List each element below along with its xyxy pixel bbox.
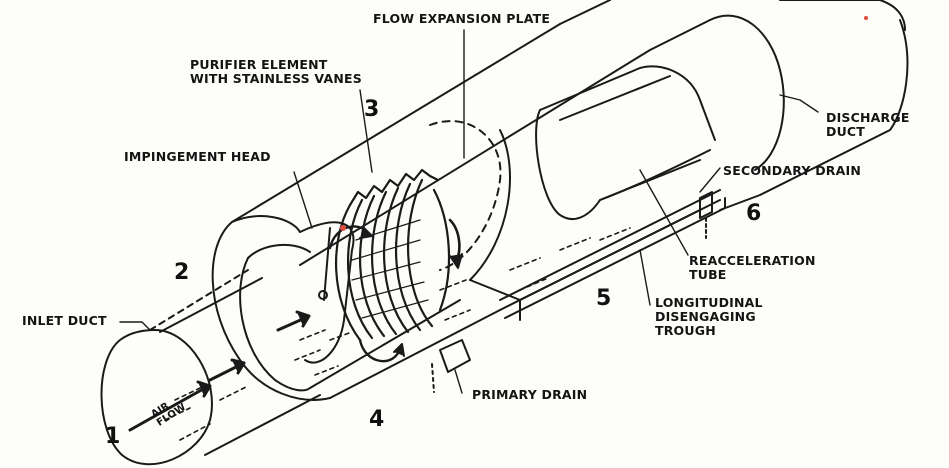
label-purifier-line-2: WITH STAINLESS VANES <box>190 71 362 86</box>
stage-number-6: 6 <box>746 201 762 226</box>
main-housing <box>211 23 651 401</box>
droplet-streaks <box>164 227 631 441</box>
secondary-drain-fitting <box>699 191 713 239</box>
label-longitudinal-trough: LONGITUDINAL DISENGAGING TROUGH <box>655 296 763 338</box>
leader-lines <box>119 29 819 394</box>
label-purifier-line-1: PURIFIER ELEMENT <box>190 57 328 72</box>
reacceleration-tube <box>535 65 716 220</box>
label-impingement-head: IMPINGEMENT HEAD <box>124 149 271 164</box>
discharge-duct <box>559 0 909 211</box>
longitudinal-trough <box>499 189 726 319</box>
stage-number-1: 1 <box>105 424 121 449</box>
stage-number-3: 3 <box>364 97 380 122</box>
vane-shading <box>351 219 429 319</box>
label-inlet-duct: INLET DUCT <box>22 313 107 328</box>
label-discharge-line-2: DUCT <box>826 124 866 139</box>
label-trough-line-3: TROUGH <box>655 323 716 338</box>
label-reacceleration-line-2: TUBE <box>689 267 727 282</box>
label-secondary-drain: SECONDARY DRAIN <box>723 163 861 178</box>
purifier-vanes <box>334 168 451 342</box>
label-primary-drain: PRIMARY DRAIN <box>472 387 588 402</box>
inlet-duct <box>100 269 321 466</box>
label-trough-line-1: LONGITUDINAL <box>655 295 763 310</box>
stage-number-5: 5 <box>596 286 612 311</box>
label-reacceleration-tube: REACCELERATION TUBE <box>689 254 816 282</box>
airflow-arrows <box>128 310 311 432</box>
label-discharge-duct: DISCHARGE DUCT <box>826 111 910 139</box>
red-marker <box>340 225 346 231</box>
label-trough-line-2: DISENGAGING <box>655 309 756 324</box>
impingement-head <box>299 221 355 364</box>
label-discharge-line-1: DISCHARGE <box>826 110 910 125</box>
primary-drain-fitting <box>431 339 471 393</box>
label-reacceleration-line-1: REACCELERATION <box>689 253 816 268</box>
rotation-arrow-4 <box>358 338 402 363</box>
hidden-section-circle <box>429 120 502 271</box>
stage-number-2: 2 <box>174 260 190 285</box>
label-purifier-element: PURIFIER ELEMENT WITH STAINLESS VANES <box>190 58 362 86</box>
stage-number-4: 4 <box>369 407 385 432</box>
label-flow-expansion-plate: FLOW EXPANSION PLATE <box>373 11 551 26</box>
